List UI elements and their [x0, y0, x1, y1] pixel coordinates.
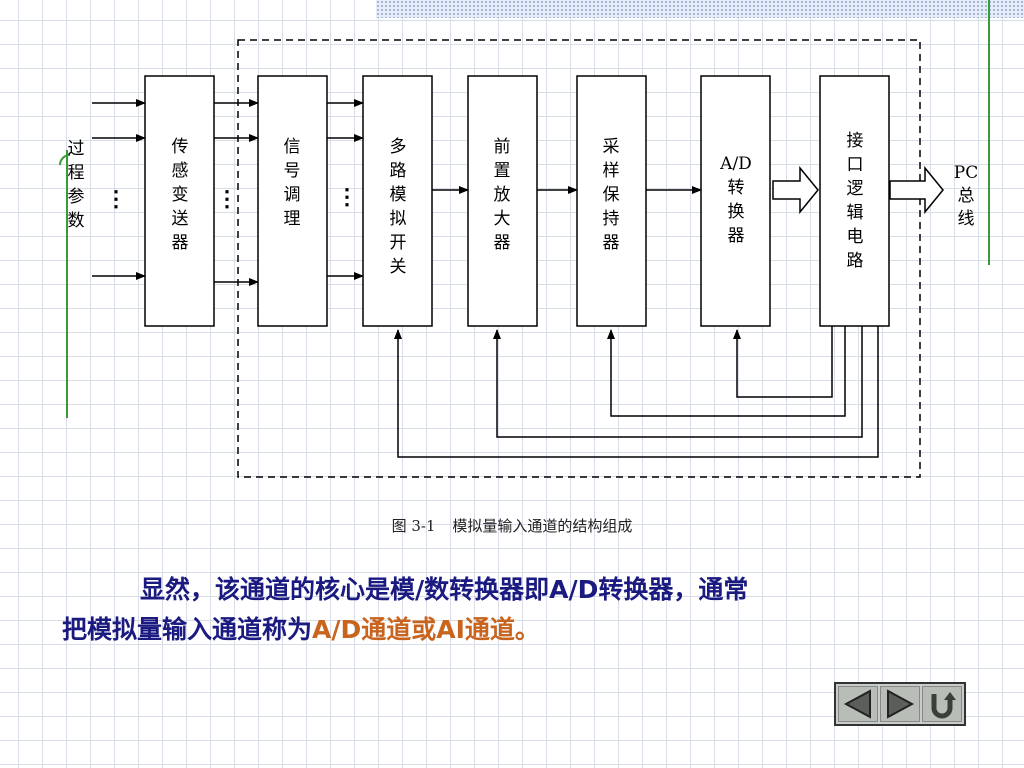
paragraph-line-2-start: 把模拟量输入通道称为: [62, 615, 313, 644]
block-preamp-label-char: 置: [494, 161, 511, 181]
block-logic-label-char: 电: [847, 227, 864, 247]
block-sensor-label-char: 变: [172, 185, 189, 205]
decorative-green-line-left: [66, 150, 68, 418]
input-label-char: 程: [68, 163, 85, 183]
figure-caption: 图 3-1 模拟量输入通道的结构组成: [0, 515, 1024, 536]
prev-icon: [843, 689, 871, 719]
output-label-char: 线: [958, 209, 975, 229]
paragraph-line-1: 显然，该通道的核心是模/数转换器即A/D转换器，通常: [140, 575, 749, 604]
block-sensor-label-char: 感: [172, 161, 189, 181]
block-sample-hold: [576, 75, 647, 327]
return-icon: [931, 692, 956, 719]
block-adc-label-char: 转: [728, 178, 745, 198]
decorative-green-line-right: [988, 0, 990, 265]
block-mux-label-char: 模: [390, 185, 407, 205]
output-label-char: 总: [958, 186, 975, 206]
block-logic-label-char: 辑: [847, 203, 864, 223]
block-preamplifier: [467, 75, 538, 327]
block-sensor: [144, 75, 215, 327]
block-adc-label-char: A/D: [719, 154, 752, 174]
input-label-char: 参: [68, 187, 85, 207]
ellipsis-1: ⋮: [105, 186, 127, 212]
block-sh-label-char: 器: [603, 233, 620, 253]
block-preamp-label-char: 前: [494, 137, 511, 157]
body-paragraph: 显然，该通道的核心是模/数转换器即A/D转换器，通常 把模拟量输入通道称为A/D…: [62, 570, 962, 650]
next-icon: [887, 689, 915, 719]
block-sh-label-char: 持: [603, 209, 620, 229]
block-preamp-label-char: 大: [494, 209, 511, 229]
prev-button[interactable]: [838, 686, 878, 722]
paragraph-or: 或: [411, 615, 437, 644]
block-signal-label-char: 理: [284, 209, 301, 229]
block-logic-label-char: 口: [847, 155, 864, 175]
input-arrows: [92, 99, 702, 286]
block-adc-label-char: 器: [728, 226, 745, 246]
block-adc: [700, 75, 771, 327]
hollow-arrow-adc-to-logic: [772, 165, 819, 215]
highlight-ai-channel: AI通道: [436, 615, 515, 644]
block-sensor-label-char: 送: [172, 209, 189, 229]
block-logic-label-char: 路: [847, 251, 864, 271]
highlight-ad-channel: A/D通道: [312, 615, 412, 644]
block-sh-label-char: 保: [603, 185, 620, 205]
navigation-bar: [834, 682, 966, 726]
decorative-arc: [59, 154, 71, 166]
block-preamp-label-char: 放: [494, 185, 511, 205]
input-label-char: 过: [68, 139, 85, 159]
block-sensor-label-char: 器: [172, 233, 189, 253]
block-mux-label-char: 拟: [390, 209, 407, 229]
ellipsis-3: ⋮: [336, 184, 358, 210]
block-sensor-label-char: 传: [172, 137, 189, 157]
decorative-dotted-band: [376, 0, 1024, 18]
block-mux-label-char: 开: [390, 233, 407, 253]
paragraph-line-2: 把模拟量输入通道称为A/D通道或AI通道。: [62, 610, 962, 650]
return-button[interactable]: [922, 686, 962, 722]
input-label-char: 数: [68, 211, 85, 231]
block-signal-label-char: 信: [284, 137, 301, 157]
figure-number: 图 3-1: [391, 517, 436, 535]
block-signal-conditioning: [257, 75, 328, 327]
block-signal-label-char: 调: [284, 185, 301, 205]
block-mux-label-char: 多: [390, 137, 407, 157]
block-mux-label-char: 关: [390, 257, 407, 277]
block-mux-label-char: 路: [390, 161, 407, 181]
block-signal-label-char: 号: [284, 161, 301, 181]
dashed-boundary: [237, 39, 921, 478]
block-sh-label-char: 采: [603, 137, 620, 157]
control-feedback-lines: [394, 326, 879, 458]
block-preamp-label-char: 器: [494, 233, 511, 253]
ellipsis-2: ⋮: [216, 186, 238, 212]
hollow-arrow-to-pc-bus: [889, 165, 944, 215]
block-interface-logic: [819, 75, 890, 327]
block-diagram: 传感变送器信号调理多路模拟开关前置放大器采样保持器A/D转换器接口逻辑电路过程参…: [59, 39, 978, 478]
output-label-char: PC: [954, 163, 978, 183]
next-button[interactable]: [880, 686, 920, 722]
block-logic-label-char: 逻: [847, 179, 864, 199]
block-sh-label-char: 样: [603, 161, 620, 181]
block-multiplexer: [362, 75, 433, 327]
paragraph-end: 。: [514, 615, 540, 644]
figure-title: 模拟量输入通道的结构组成: [452, 517, 633, 535]
block-adc-label-char: 换: [728, 202, 745, 222]
block-logic-label-char: 接: [847, 131, 864, 151]
